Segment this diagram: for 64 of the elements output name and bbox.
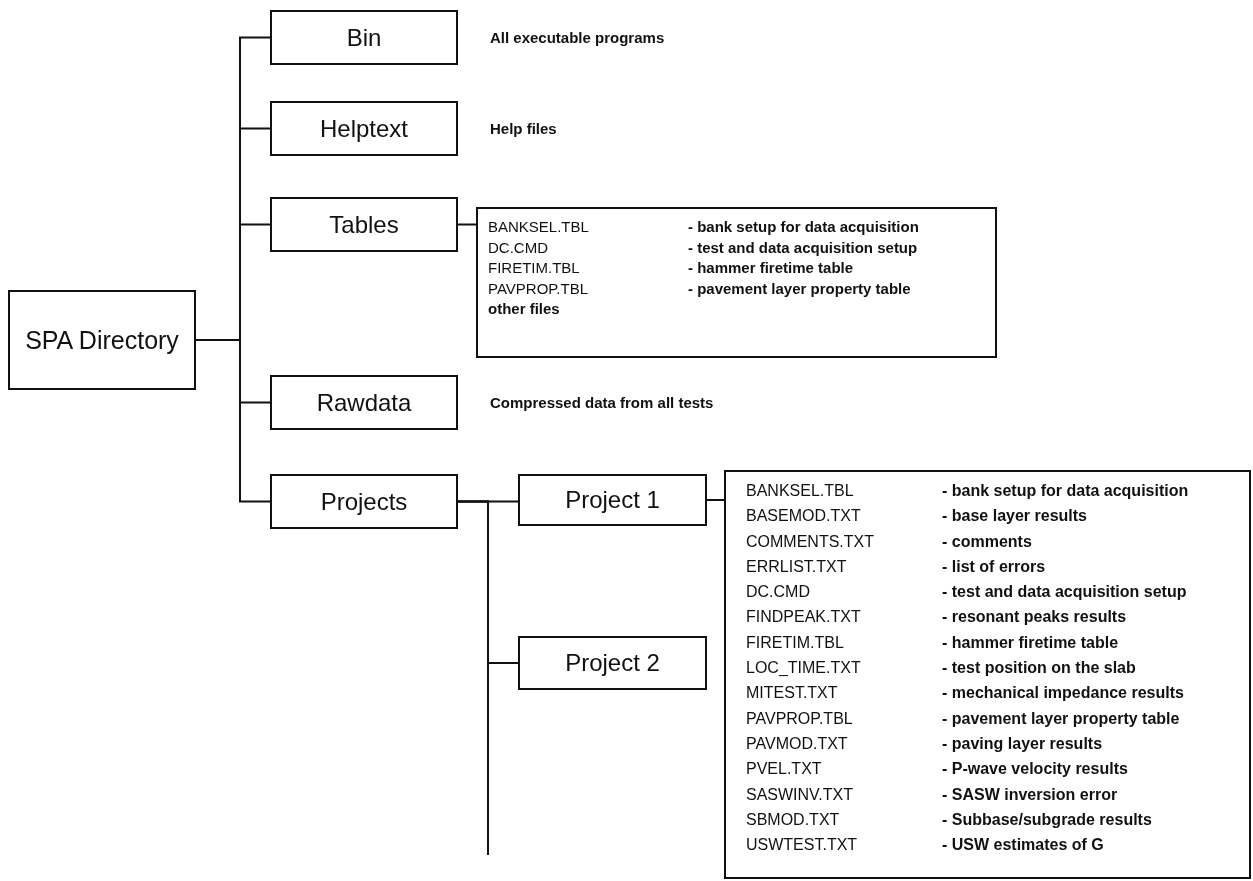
file-name: SASWINV.TXT [746, 784, 854, 805]
directory-name: Project 2 [565, 649, 660, 677]
directory-box [270, 101, 458, 156]
directory-box [270, 197, 458, 252]
file-description: - pavement layer property table [688, 278, 912, 299]
file-name: FIRETIM.TBL [488, 258, 581, 278]
directory-description: Compressed data from all tests [490, 393, 714, 411]
file-description: - Subbase/subgrade results [942, 809, 1153, 830]
file-description: - test position on the slab [942, 658, 1137, 679]
directory-box [8, 290, 196, 390]
file-name: DC.CMD [488, 237, 549, 258]
connector-line [195, 339, 271, 503]
file-description: - bank setup for data acquisition [688, 217, 920, 237]
file-note: other files [488, 299, 561, 319]
file-description: - comments [942, 531, 1033, 552]
directory-box [518, 636, 707, 690]
directory-name: Helptext [319, 114, 408, 143]
directory-box [270, 474, 458, 529]
directory-box [270, 375, 458, 430]
file-name: FIRETIM.TBL [746, 632, 845, 653]
directory-name: Tables [329, 210, 399, 239]
file-name: COMMENTS.TXT [746, 531, 875, 552]
file-description: - resonant peaks results [942, 607, 1128, 628]
file-list-box [724, 470, 1251, 879]
directory-name: Projects [320, 487, 408, 516]
file-name: BANKSEL.TBL [488, 217, 590, 237]
file-name: MITEST.TXT [746, 683, 839, 704]
file-description: - test and data acquisition setup [942, 582, 1188, 603]
file-name: PAVPROP.TBL [488, 278, 590, 299]
directory-box [518, 474, 707, 526]
file-name: LOC_TIME.TXT [746, 658, 862, 679]
connector-line [706, 499, 725, 501]
file-name: DC.CMD [746, 582, 811, 603]
file-description: - USW estimates of G [942, 835, 1105, 856]
directory-description: All executable programs [490, 28, 665, 46]
file-description: - hammer firetime table [942, 632, 1120, 653]
file-description: - hammer firetime table [688, 258, 855, 278]
file-description: - bank setup for data acquisition [942, 481, 1190, 501]
file-name: BASEMOD.TXT [746, 506, 862, 527]
connector-line [457, 223, 477, 226]
file-name: USWTEST.TXT [746, 835, 859, 856]
directory-name: Project 1 [565, 486, 660, 514]
file-name: FINDPEAK.TXT [746, 607, 862, 628]
directory-description: Help files [490, 119, 557, 137]
file-description: - P-wave velocity results [942, 759, 1129, 780]
directory-name: Rawdata [316, 388, 412, 417]
file-description: - test and data acquisition setup [688, 237, 919, 258]
file-name: SBMOD.TXT [746, 809, 841, 830]
file-description: - mechanical impedance results [942, 683, 1185, 704]
file-description: - base layer results [942, 506, 1088, 527]
file-description: - pavement layer property table [942, 708, 1181, 729]
file-name: PVEL.TXT [746, 759, 823, 780]
file-name: ERRLIST.TXT [746, 556, 848, 577]
directory-name: Bin [346, 23, 382, 52]
directory-box [270, 10, 458, 65]
file-name: PAVPROP.TBL [746, 708, 854, 729]
directory-name: SPA Directory [25, 325, 179, 355]
file-name: BANKSEL.TBL [746, 481, 855, 501]
file-description: - paving layer results [942, 733, 1104, 754]
file-list-box [476, 207, 997, 358]
connector-line [457, 500, 489, 856]
file-name: PAVMOD.TXT [746, 733, 849, 754]
file-description: - SASW inversion error [942, 784, 1119, 805]
file-description: - list of errors [942, 556, 1047, 577]
